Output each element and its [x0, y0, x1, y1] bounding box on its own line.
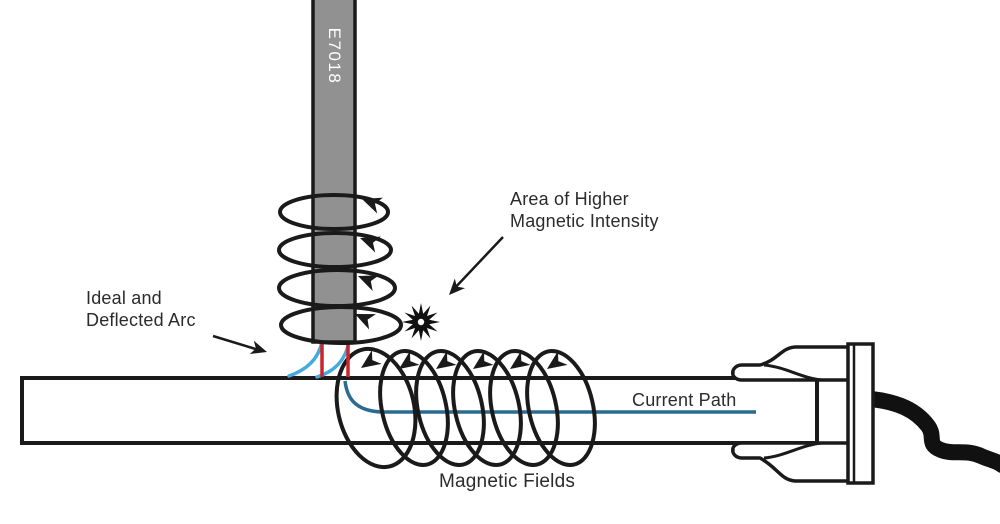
area-annotation-arrow: [443, 236, 504, 300]
area-label-line2: Magnetic Intensity: [510, 211, 659, 231]
electrode-magnetic-loops: [277, 193, 403, 345]
electrode-label: E7018: [325, 27, 344, 85]
magnetic-fields-label: Magnetic Fields: [439, 471, 576, 492]
starburst-icon: [402, 303, 440, 341]
workpiece-magnetic-loops: [334, 346, 597, 470]
area-label-line1: Area of Higher: [510, 189, 629, 209]
current-path-label: Current Path: [632, 390, 737, 410]
clamp-bottom-jaw-contour: [763, 441, 823, 460]
clamp-top-jaw-contour: [763, 363, 823, 382]
ideal-and-deflected-arc-label: Ideal and Deflected Arc: [86, 287, 196, 331]
clamp-bottom-jaw: [731, 441, 862, 483]
ground-clamp: [731, 342, 1000, 485]
arc-label-line2: Deflected Arc: [86, 310, 196, 330]
clamp-back-plate: [846, 342, 875, 485]
ideal-arc-lines: [320, 343, 350, 377]
arc-annotation-arrow: [212, 334, 270, 359]
area-of-higher-magnetic-intensity-label: Area of Higher Magnetic Intensity: [510, 188, 659, 232]
arc-label-line1: Ideal and: [86, 288, 162, 308]
ground-cable: [863, 391, 1000, 473]
clamp-top-jaw: [731, 345, 862, 382]
